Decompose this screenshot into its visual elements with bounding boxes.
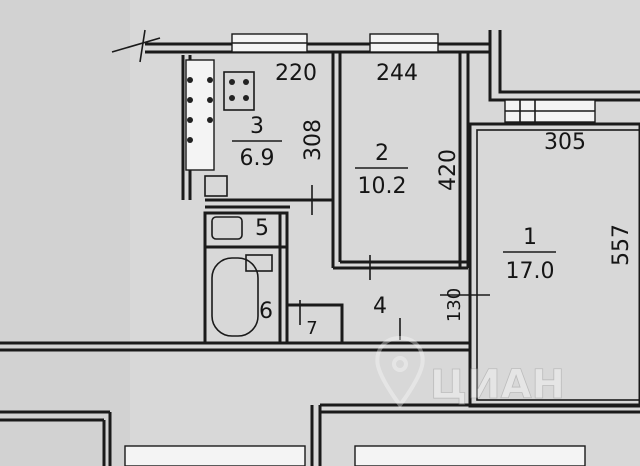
dim-244: 244	[376, 61, 418, 86]
room-1-number: 1	[523, 225, 537, 250]
windows	[124, 33, 596, 466]
dim-308: 308	[301, 119, 326, 161]
bathtub-icon	[211, 257, 259, 337]
bathroom-fixtures	[211, 216, 273, 337]
dim-130: 130	[444, 288, 465, 322]
dimension-labels: 220 244 305 308 420 557 130	[275, 61, 634, 322]
room-4-number: 4	[373, 294, 387, 319]
room-3-area: 6.9	[240, 146, 275, 171]
pin-icon	[375, 335, 425, 409]
walls	[0, 29, 640, 466]
watermark: ЦИАН	[375, 335, 565, 409]
room-6-number: 6	[259, 299, 273, 324]
dim-305: 305	[544, 130, 586, 155]
room-2-number: 2	[375, 141, 389, 166]
room-2-area: 10.2	[358, 174, 407, 199]
room-3-number: 3	[250, 114, 264, 139]
watermark-brand: ЦИАН	[430, 362, 565, 408]
dim-557: 557	[609, 224, 634, 266]
room-7-number: 7	[306, 318, 317, 339]
dim-420: 420	[436, 149, 461, 191]
paper-shade	[0, 0, 130, 466]
stove-icon	[223, 71, 255, 111]
washbasin-icon	[211, 216, 243, 240]
room-labels: 3 6.9 2 10.2 1 17.0 4 5 6 7	[232, 114, 556, 339]
dimension-ticks	[299, 185, 490, 340]
dim-220: 220	[275, 61, 317, 86]
room-1-area: 17.0	[506, 259, 555, 284]
sink-icon	[204, 175, 228, 197]
room-5-number: 5	[255, 216, 269, 241]
kitchen-fixtures	[185, 59, 255, 197]
